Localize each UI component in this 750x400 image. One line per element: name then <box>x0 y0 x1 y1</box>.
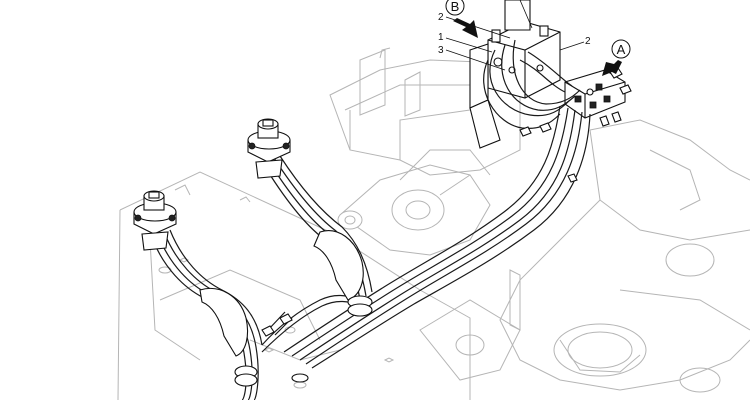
callout-2-right: 2 <box>559 36 591 51</box>
view-b-circle <box>445 0 465 16</box>
pilot-manifold-block <box>564 67 632 127</box>
callout-label-2-left: 2 <box>438 12 444 23</box>
view-a-marker: A <box>602 39 631 76</box>
view-a-label: A <box>617 42 626 57</box>
hose-connectors <box>261 122 578 337</box>
right-joystick-valve <box>247 118 291 179</box>
view-a-arrow-icon <box>602 60 622 76</box>
view-b-label: B <box>451 0 460 14</box>
callout-label-2-right: 2 <box>585 36 591 47</box>
valve-top-leader <box>519 0 533 29</box>
hose-protective-sleeves <box>199 230 373 387</box>
machine-frame-background <box>117 47 750 400</box>
left-joystick-valve <box>133 190 177 251</box>
callout-label-1: 1 <box>438 32 444 43</box>
view-b-marker: B <box>445 0 478 38</box>
callout-1: 1 <box>438 32 493 53</box>
control-valve-block <box>469 0 561 149</box>
view-b-arrow-icon <box>453 18 478 38</box>
callout-label-3: 3 <box>438 45 444 56</box>
callout-3: 3 <box>438 45 506 71</box>
view-a-circle <box>611 39 631 59</box>
